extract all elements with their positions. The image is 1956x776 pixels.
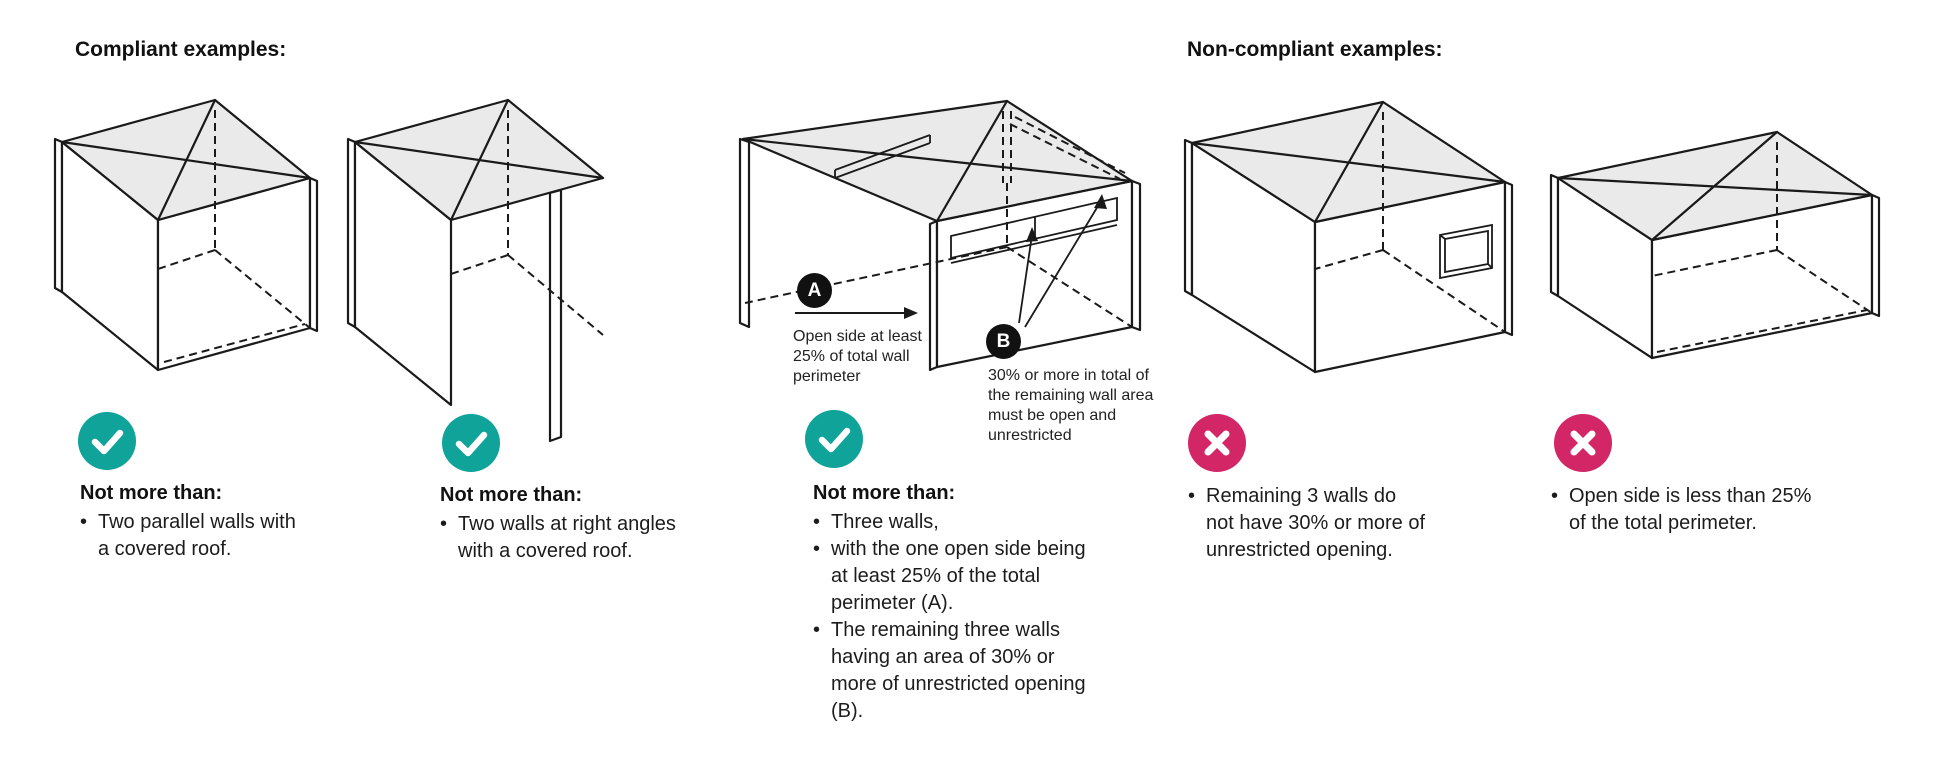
caption-title: Not more than:: [440, 484, 583, 506]
structure-insufficient-opening: [1183, 95, 1517, 397]
list-item: •Remaining 3 walls do not have 30% or mo…: [1188, 485, 1426, 561]
check-icon: [78, 412, 136, 470]
cross-icon: [1554, 414, 1612, 472]
marker-b-label: B: [996, 330, 1011, 352]
arrow-right-icon: [795, 307, 918, 319]
compliant-heading: Compliant examples:: [75, 38, 287, 61]
caption-bullets: •Open side is less than 25% of the total…: [1551, 483, 1829, 537]
list-item: •Three walls,: [813, 511, 939, 533]
list-item: •with the one open side being at least 2…: [813, 538, 1086, 614]
list-item: •Two parallel walls with a covered roof.: [80, 511, 296, 560]
annotation-a-text: Open side at least 25% of total wall per…: [793, 328, 922, 385]
check-icon: [805, 410, 863, 468]
example-caption-two-parallel-walls: Not more than: •Two parallel walls with …: [80, 482, 312, 563]
check-icon: [442, 414, 500, 472]
annotation-b-text: 30% or more in total of the remaining wa…: [988, 367, 1154, 444]
cross-icon: [1188, 414, 1246, 472]
caption-bullets: •Two parallel walls with a covered roof.: [80, 509, 312, 563]
caption-bullets: •Two walls at right angles with a covere…: [440, 511, 688, 565]
caption-bullets: •Remaining 3 walls do not have 30% or mo…: [1188, 483, 1426, 564]
list-item: •The remaining three walls having an are…: [813, 619, 1086, 722]
marker-a: A: [797, 273, 832, 308]
structure-two-walls-right-angles: [345, 95, 617, 463]
structure-two-parallel-walls: [52, 95, 324, 387]
caption-title: Not more than:: [80, 482, 223, 504]
structure-three-walls: [685, 95, 1150, 395]
isometric-structure-drawing: [53, 98, 319, 372]
example-caption-three-walls: Not more than: •Three walls, •with the o…: [813, 482, 1105, 725]
open-side-arrow: [793, 306, 919, 325]
isometric-structure-drawing: [1183, 100, 1514, 374]
caption-bullets: •Three walls, •with the one open side be…: [813, 509, 1105, 725]
isometric-structure-drawing: [346, 98, 605, 443]
structure-open-side-too-small: [1545, 110, 1897, 372]
list-item: •Open side is less than 25% of the total…: [1551, 485, 1812, 534]
marker-b: B: [986, 324, 1021, 359]
list-item: •Two walls at right angles with a covere…: [440, 513, 676, 562]
example-caption-two-walls-right-angles: Not more than: •Two walls at right angle…: [440, 484, 688, 565]
isometric-structure-drawing: [738, 99, 1142, 372]
example-caption-open-side-too-small: •Open side is less than 25% of the total…: [1551, 483, 1829, 537]
example-caption-insufficient-opening: •Remaining 3 walls do not have 30% or mo…: [1188, 483, 1426, 564]
caption-title: Not more than:: [813, 482, 956, 504]
isometric-structure-drawing: [1549, 130, 1881, 360]
noncompliant-heading: Non-compliant examples:: [1187, 38, 1443, 61]
marker-a-label: A: [807, 279, 822, 301]
